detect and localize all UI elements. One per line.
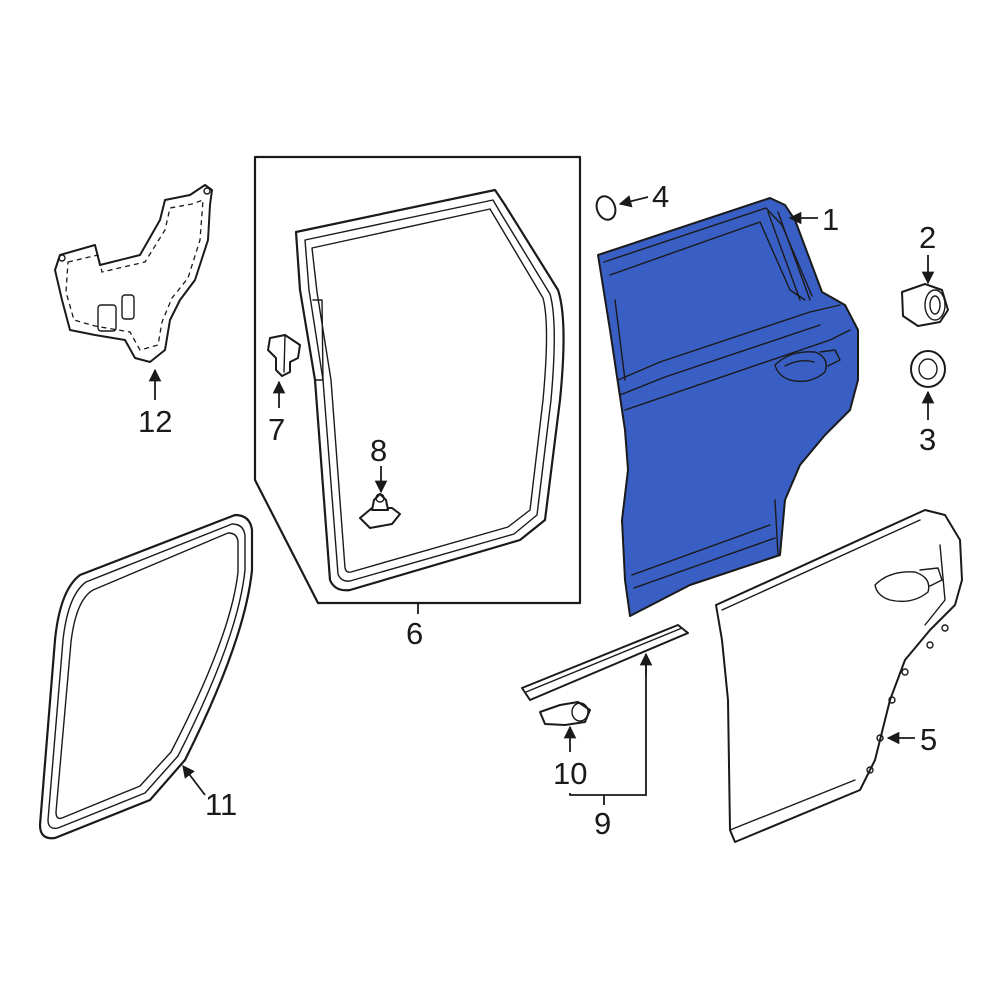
callout-9[interactable]: 9 [594, 806, 611, 841]
door-shell-fill [597, 197, 859, 617]
callout-11[interactable]: 11 [205, 787, 237, 822]
part-3-grommet[interactable] [910, 350, 946, 388]
callout-6[interactable]: 6 [406, 616, 423, 651]
callout-1[interactable]: 1 [822, 202, 839, 237]
part-8-retainer[interactable] [359, 493, 401, 529]
leader-4 [618, 195, 649, 208]
part-10-clip[interactable] [539, 701, 591, 726]
callout-4[interactable]: 4 [652, 179, 669, 214]
callout-5[interactable]: 5 [920, 722, 937, 757]
callout-3[interactable]: 3 [919, 422, 936, 457]
part-4-plug[interactable] [593, 194, 618, 223]
callout-8[interactable]: 8 [370, 433, 387, 468]
part-6-group-box [253, 155, 582, 605]
leader-9-bracket [569, 660, 647, 796]
part-2-bumper[interactable] [901, 283, 949, 327]
callout-12[interactable]: 12 [138, 404, 172, 439]
part-7-clip[interactable] [267, 334, 301, 377]
part-5-outer-panel[interactable] [715, 509, 963, 843]
callout-2[interactable]: 2 [919, 220, 936, 255]
part-11-body-weatherstrip[interactable] [38, 513, 254, 840]
callout-7[interactable]: 7 [268, 412, 285, 447]
part-1-door-shell[interactable] [597, 197, 859, 617]
part-9-molding[interactable] [521, 624, 689, 701]
part-12-door-insulator[interactable] [54, 184, 213, 363]
leader-11 [182, 764, 206, 796]
part-6-door-weatherstrip[interactable] [294, 188, 565, 592]
callout-10[interactable]: 10 [553, 756, 587, 791]
